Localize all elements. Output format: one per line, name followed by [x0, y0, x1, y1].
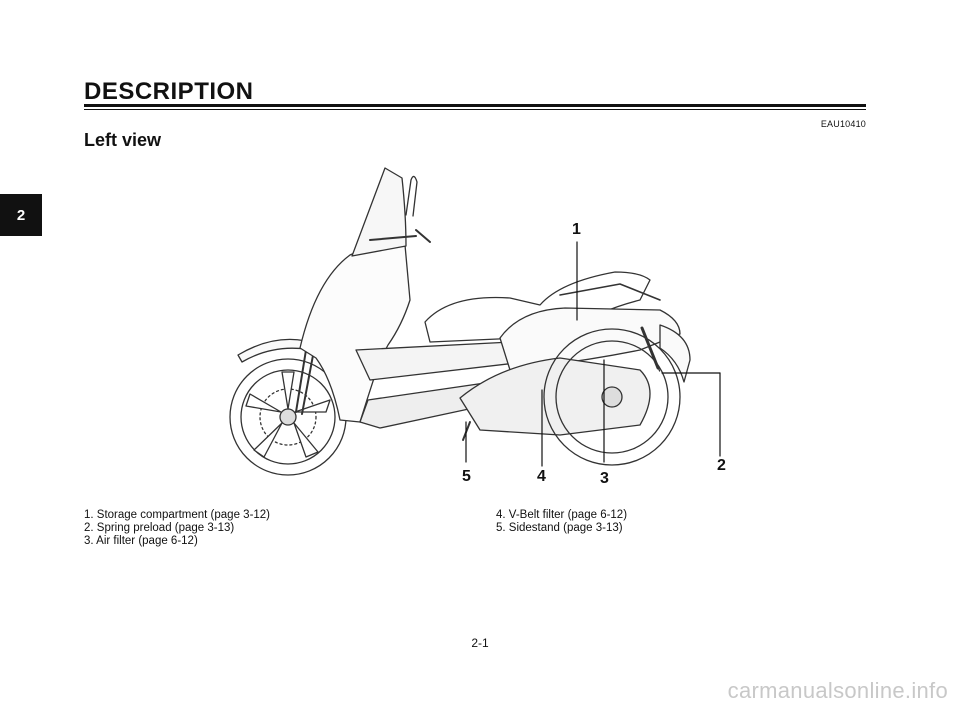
- windscreen: [351, 167, 407, 257]
- mirror: [405, 175, 418, 217]
- caption-item: 2. Spring preload (page 3-13): [84, 522, 235, 534]
- chapter-tab: 2: [0, 194, 42, 236]
- caption-item: 3. Air filter (page 6-12): [84, 535, 198, 547]
- rear-body-panel: [499, 307, 681, 371]
- watermark: carmanualsonline.info: [727, 678, 948, 703]
- rear-fender: [659, 324, 691, 383]
- callout-1: 1: [572, 221, 581, 238]
- engine-swingarm: [459, 357, 651, 436]
- heading-rule-thin: [84, 109, 866, 110]
- page-title: DESCRIPTION: [84, 78, 254, 105]
- caption-item: 1. Storage compartment (page 3-12): [84, 509, 271, 521]
- caption-list-right: 4. V-Belt filter (page 6-12) 5. Sidestan…: [496, 509, 627, 535]
- callout-5: 5: [462, 468, 471, 485]
- scooter-illustration: [229, 167, 721, 476]
- front-fork: [295, 349, 315, 415]
- caption-item: 4. V-Belt filter (page 6-12): [496, 509, 628, 521]
- callout-3: 3: [600, 470, 609, 487]
- rear-wheel: [543, 328, 681, 466]
- caption-item: 5. Sidestand (page 3-13): [496, 522, 623, 534]
- handlebar: [369, 229, 431, 243]
- caption-list-left: 1. Storage compartment (page 3-12) 2. Sp…: [84, 509, 270, 548]
- callout-2: 2: [717, 457, 726, 474]
- section-code: EAU10410: [820, 119, 866, 129]
- front-body-panel: [299, 243, 411, 423]
- section-title: Left view: [84, 130, 162, 150]
- heading-rule-thick: [84, 104, 866, 107]
- callout-4: 4: [537, 468, 546, 485]
- page-number: 2-1: [471, 636, 489, 650]
